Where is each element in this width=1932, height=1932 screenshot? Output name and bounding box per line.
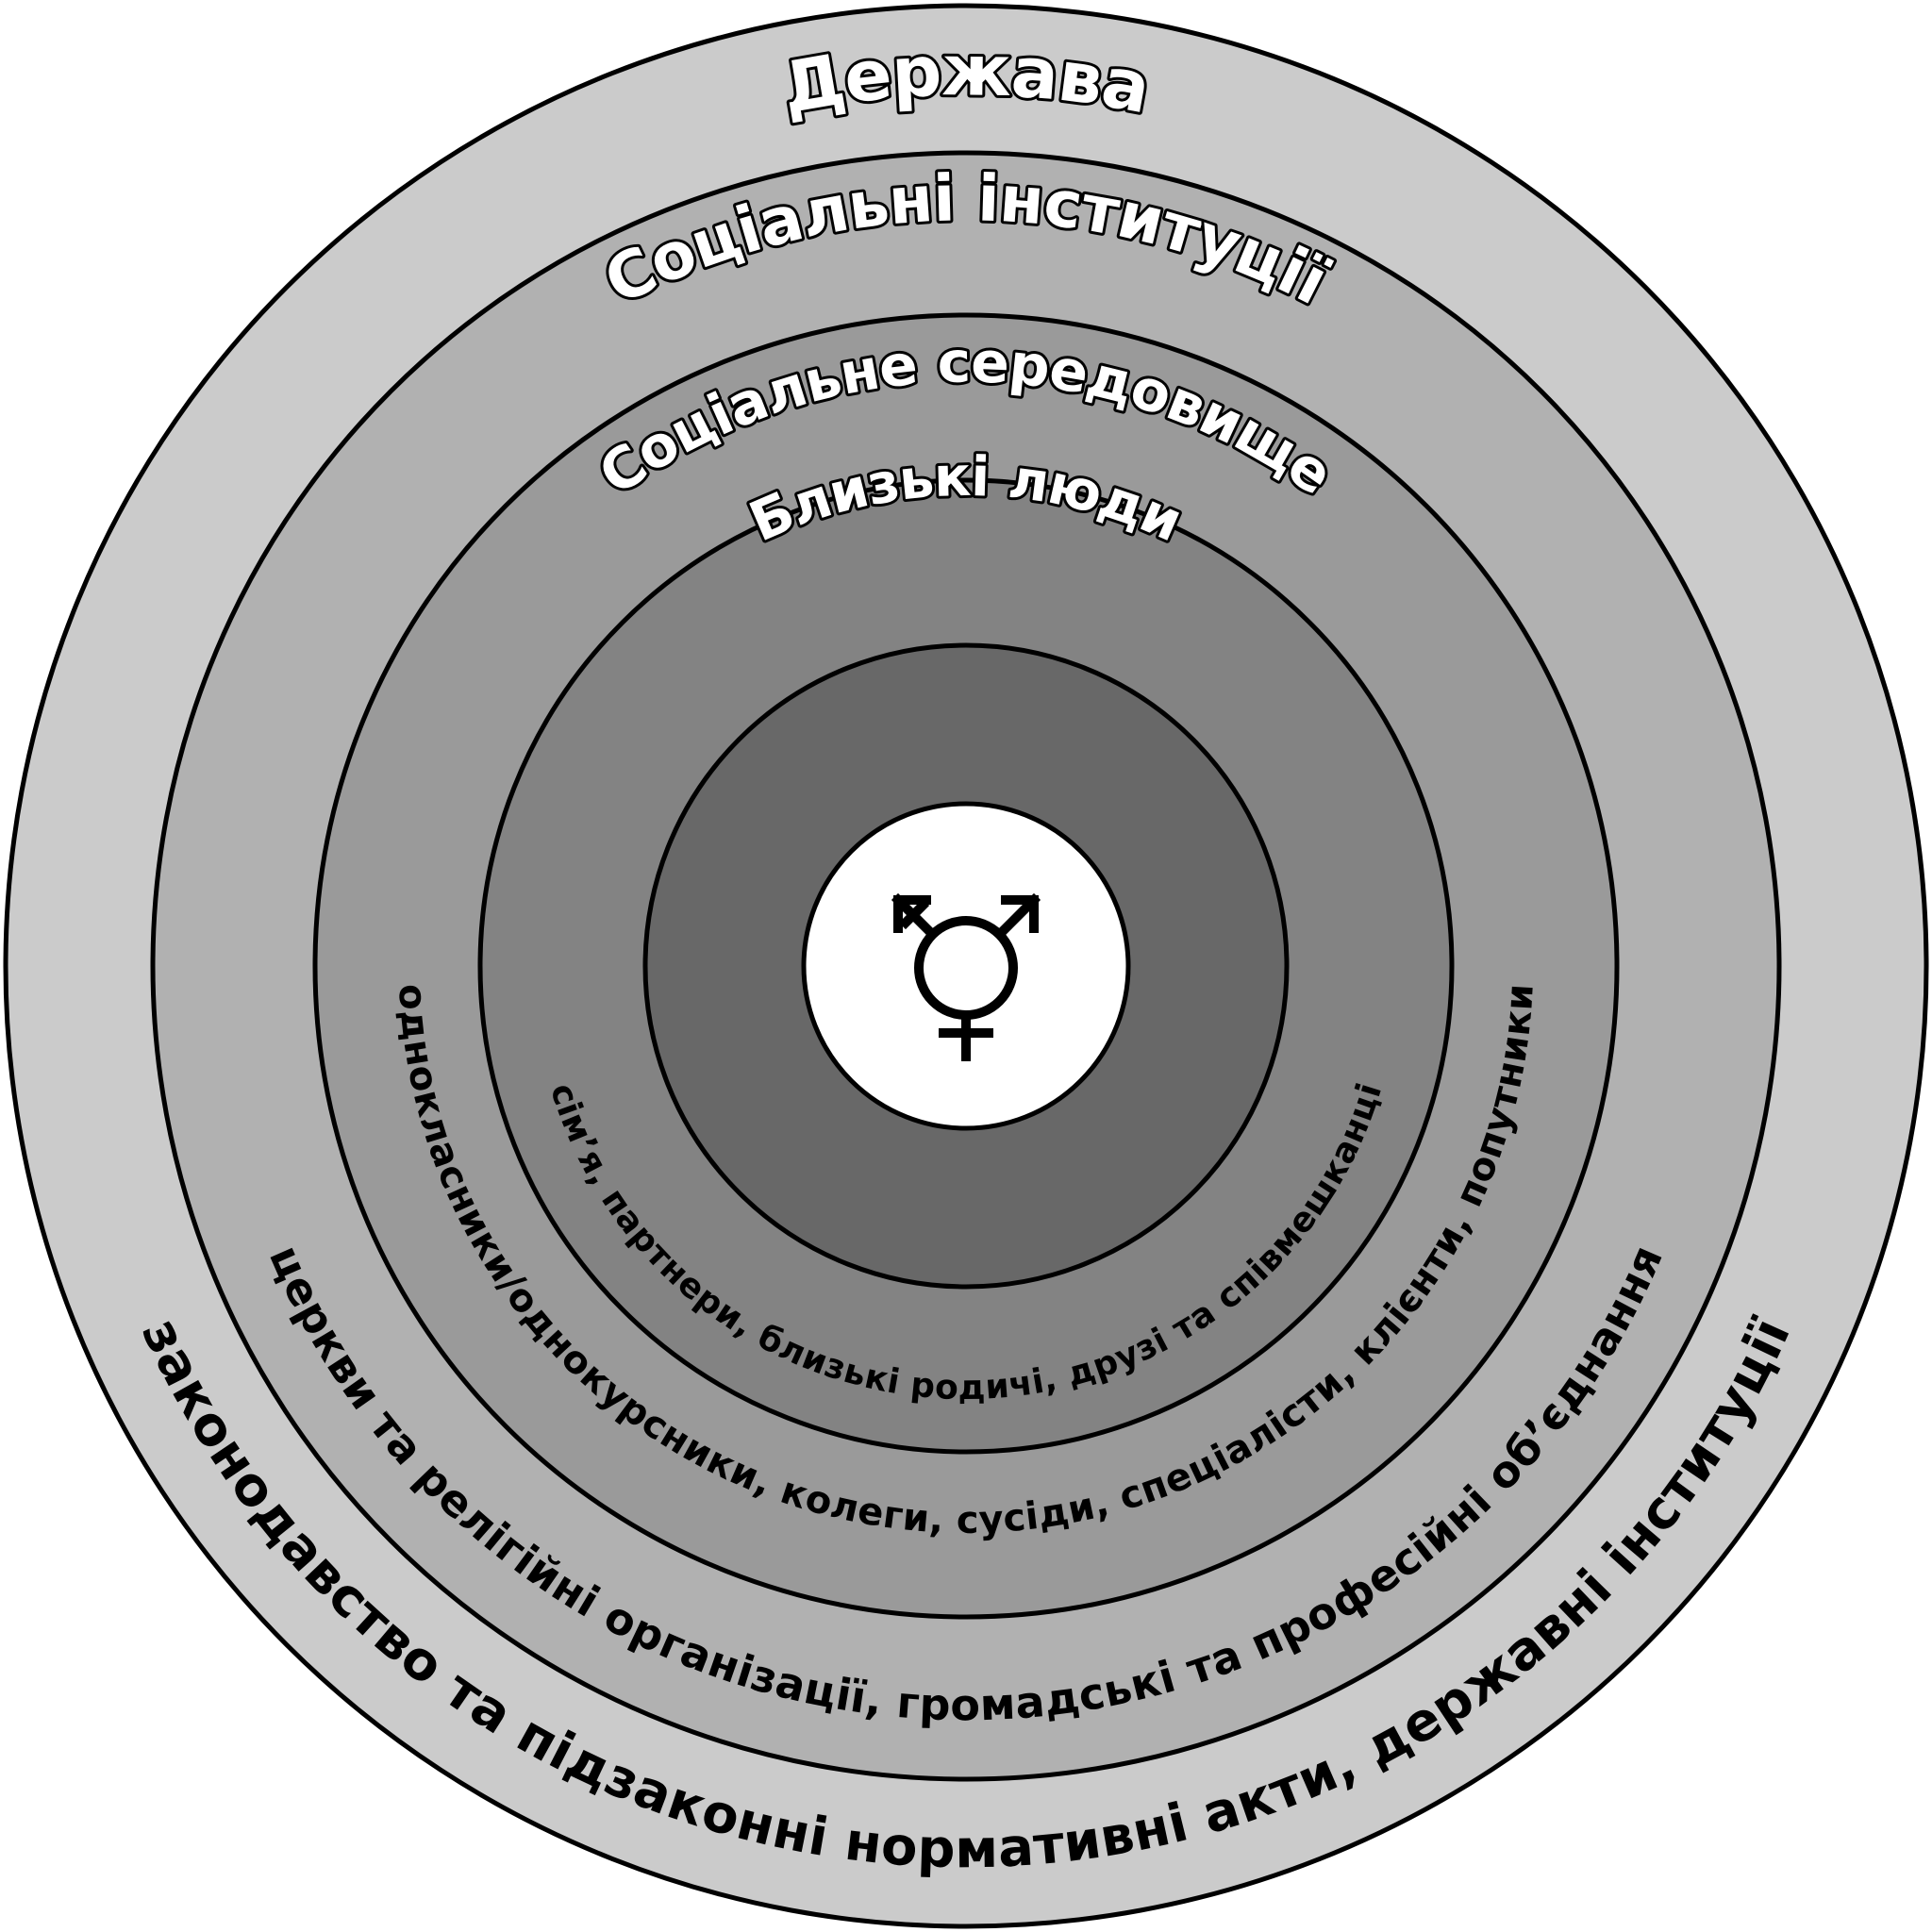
transgender-symbol-icon: [891, 892, 1041, 1061]
core-circle: [801, 801, 1131, 1131]
ring-title-state: Держава: [776, 30, 1157, 129]
